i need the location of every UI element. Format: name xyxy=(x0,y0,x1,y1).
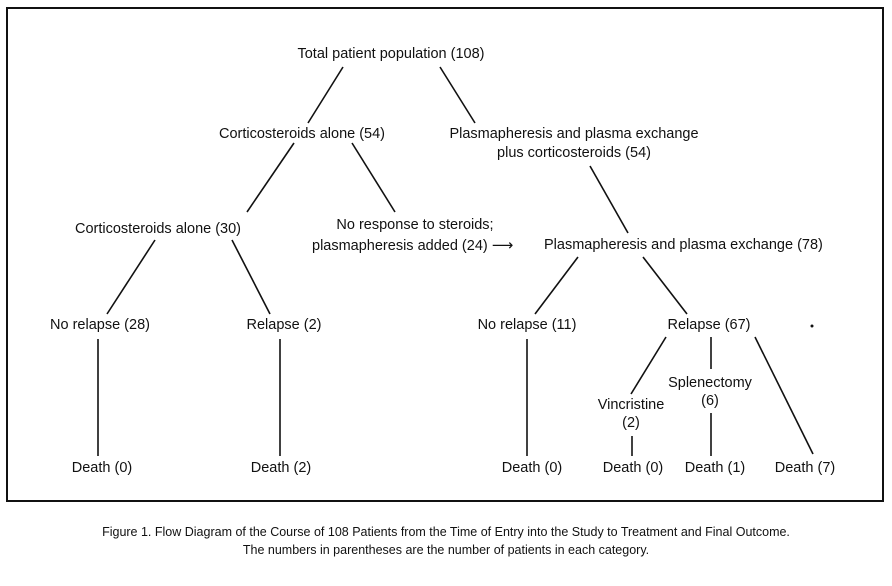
edge-relapse67-to-death7 xyxy=(754,336,814,455)
node-death-7: Death (7) xyxy=(774,460,836,476)
node-death-0-vincristine: Death (0) xyxy=(602,460,664,476)
edge-pe78-to-relapse67 xyxy=(642,256,688,315)
edge-cort30-to-norelapse28 xyxy=(106,239,156,315)
node-total-population: Total patient population (108) xyxy=(297,46,485,62)
figure-caption-line2: The numbers in parentheses are the numbe… xyxy=(242,543,650,557)
no-response-line2-text: plasmapheresis added (24) xyxy=(312,238,488,254)
node-vincristine-line1: Vincristine xyxy=(597,397,665,413)
node-death-0-norelapse11: Death (0) xyxy=(501,460,563,476)
node-relapse-2: Relapse (2) xyxy=(246,317,322,333)
node-splenectomy-line2: (6) xyxy=(701,393,719,409)
figure-caption-line1: Figure 1. Flow Diagram of the Course of … xyxy=(102,525,790,539)
arrow-right-icon: ⟶ xyxy=(491,236,514,254)
edge-cort54-to-noresponse xyxy=(351,142,396,213)
node-plasmapheresis-plus-corticosteroids-line1: Plasmapheresis and plasma exchange xyxy=(449,126,699,142)
edge-relapse67-to-vincristine xyxy=(630,336,667,395)
node-plasmapheresis-78: Plasmapheresis and plasma exchange (78) xyxy=(544,237,823,253)
node-splenectomy-line1: Splenectomy xyxy=(668,375,752,391)
node-death-2: Death (2) xyxy=(250,460,312,476)
node-vincristine-line2: (2) xyxy=(622,415,640,431)
node-no-relapse-11: No relapse (11) xyxy=(477,317,577,333)
node-no-response-line1: No response to steroids; xyxy=(336,217,494,233)
diagram-frame xyxy=(6,7,884,502)
node-plasmapheresis-plus-corticosteroids-line2: plus corticosteroids (54) xyxy=(497,145,651,161)
edge-cort30-to-relapse2 xyxy=(231,239,271,315)
node-no-response-line2: plasmapheresis added (24) ⟶ xyxy=(312,236,513,255)
edge-total-to-cort54 xyxy=(307,66,344,124)
node-no-relapse-28: No relapse (28) xyxy=(50,317,150,333)
stray-dot xyxy=(810,324,814,328)
edge-cort54-to-cort30 xyxy=(246,142,295,213)
node-relapse-67: Relapse (67) xyxy=(667,317,751,333)
edge-pe78-to-norelapse11 xyxy=(534,256,579,315)
node-corticosteroids-alone-30: Corticosteroids alone (30) xyxy=(74,221,242,237)
edge-pe54-to-pe78 xyxy=(589,165,629,234)
edge-total-to-pe54 xyxy=(439,66,476,124)
node-death-1: Death (1) xyxy=(684,460,746,476)
node-death-0-norelapse28: Death (0) xyxy=(71,460,133,476)
node-corticosteroids-alone-54: Corticosteroids alone (54) xyxy=(218,126,386,142)
